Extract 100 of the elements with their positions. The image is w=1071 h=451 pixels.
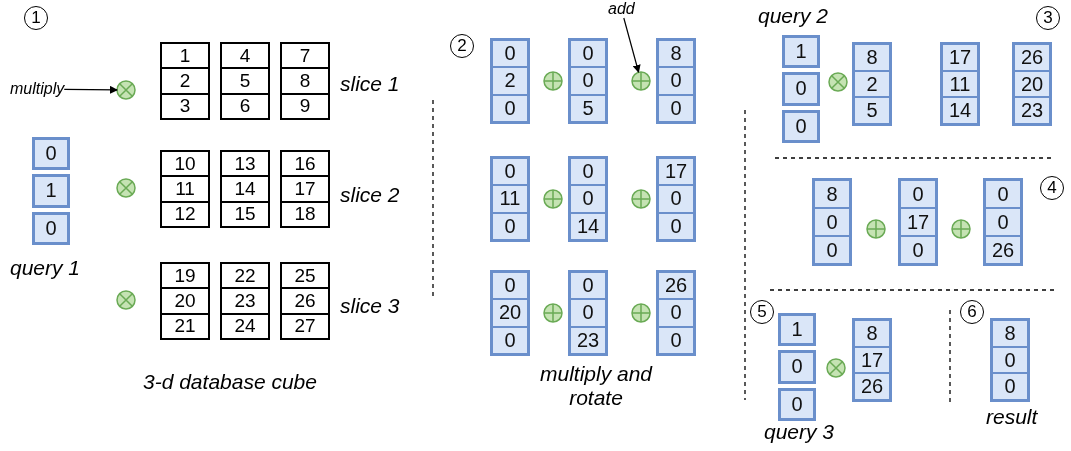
matrix-column: [280, 42, 330, 120]
vector-column: [490, 38, 530, 124]
matrix-column: [280, 262, 330, 340]
number-cell: 18: [281, 201, 329, 227]
number-cell: 11: [942, 70, 978, 98]
number-cell: 0: [492, 94, 528, 122]
number-cell: 12: [161, 201, 209, 227]
number-cell: 13: [221, 151, 269, 177]
number-cell: 0: [492, 212, 528, 240]
vector-column: [32, 137, 70, 245]
vector-column: [1012, 42, 1052, 126]
number-cell: 26: [985, 236, 1021, 264]
number-cell: 0: [900, 180, 936, 208]
annotation-text: multiply: [10, 80, 65, 98]
matrix-column: [160, 42, 210, 120]
number-cell: 27: [281, 313, 329, 339]
number-cell: 0: [570, 299, 606, 327]
number-cell: 0: [992, 373, 1028, 400]
number-cell: 0: [658, 94, 694, 122]
number-cell: 20: [161, 288, 209, 314]
number-cell: 11: [161, 176, 209, 202]
number-cell: 2: [161, 68, 209, 94]
vector-column: [778, 313, 816, 421]
number-cell: 26: [658, 272, 694, 300]
number-cell: 0: [492, 40, 528, 68]
vector-column: [898, 178, 938, 266]
number-cell: 8: [281, 68, 329, 94]
number-cell: 5: [570, 94, 606, 122]
number-cell: 0: [570, 40, 606, 68]
number-cell: 5: [854, 97, 890, 124]
matrix-column: [280, 150, 330, 228]
number-cell: 8: [854, 320, 890, 347]
number-cell: 0: [782, 109, 820, 143]
leader-arrow: [623, 17, 641, 73]
number-cell: 0: [658, 299, 694, 327]
number-cell: 8: [658, 40, 694, 68]
number-cell: 5: [221, 68, 269, 94]
number-cell: 23: [570, 326, 606, 354]
vector-column: [656, 38, 696, 124]
matrix-column: [160, 262, 210, 340]
number-cell: 0: [32, 137, 70, 171]
number-cell: 14: [221, 176, 269, 202]
number-cell: 0: [992, 346, 1028, 374]
number-cell: 0: [570, 67, 606, 95]
number-cell: 23: [221, 288, 269, 314]
vector-column: [782, 35, 820, 143]
vector-column: [490, 156, 530, 242]
caption-text: slice 2: [340, 183, 400, 207]
vector-column: [852, 42, 892, 126]
number-cell: 22: [221, 263, 269, 289]
vector-column: [852, 318, 892, 402]
number-cell: 0: [658, 67, 694, 95]
vector-caption: query 3: [764, 420, 835, 444]
number-cell: 0: [985, 208, 1021, 236]
number-cell: 26: [281, 288, 329, 314]
number-cell: 20: [1014, 70, 1050, 98]
number-cell: 19: [161, 263, 209, 289]
number-cell: 1: [778, 313, 816, 347]
number-cell: 2: [492, 67, 528, 95]
annotation-text: add: [608, 0, 635, 18]
vector-column: [568, 38, 608, 124]
number-cell: 0: [658, 326, 694, 354]
vector-column: [656, 270, 696, 356]
number-cell: 9: [281, 93, 329, 119]
number-cell: 25: [281, 263, 329, 289]
number-cell: 21: [161, 313, 209, 339]
vector-caption: result: [986, 405, 1038, 429]
add-icon: [631, 71, 651, 91]
number-cell: 2: [854, 70, 890, 98]
number-cell: 8: [992, 320, 1028, 347]
number-cell: 0: [570, 158, 606, 186]
number-cell: 0: [900, 236, 936, 264]
number-cell: 8: [854, 44, 890, 71]
number-cell: 10: [161, 151, 209, 177]
number-cell: 20: [492, 299, 528, 327]
number-cell: 11: [492, 185, 528, 213]
vector-column: [940, 42, 980, 126]
number-cell: 0: [570, 185, 606, 213]
number-cell: 0: [32, 211, 70, 245]
number-cell: 24: [221, 313, 269, 339]
caption-text: slice 1: [340, 72, 400, 96]
caption-text: slice 3: [340, 294, 400, 318]
number-cell: 15: [221, 201, 269, 227]
matrix-column: [220, 42, 270, 120]
vector-column: [812, 178, 852, 266]
number-cell: 0: [778, 387, 816, 421]
caption-text: multiply and rotate: [538, 362, 654, 410]
number-cell: 4: [221, 43, 269, 69]
vector-column: [990, 318, 1030, 402]
multiply-icon: [116, 80, 136, 100]
number-cell: 17: [942, 44, 978, 71]
number-cell: 17: [658, 158, 694, 186]
number-cell: 0: [985, 180, 1021, 208]
number-cell: 0: [492, 272, 528, 300]
matrix-column: [220, 262, 270, 340]
number-cell: 16: [281, 151, 329, 177]
vector-column: [656, 156, 696, 242]
vector-caption: query 2: [758, 4, 829, 28]
matrix-column: [160, 150, 210, 228]
matrix-column: [220, 150, 270, 228]
